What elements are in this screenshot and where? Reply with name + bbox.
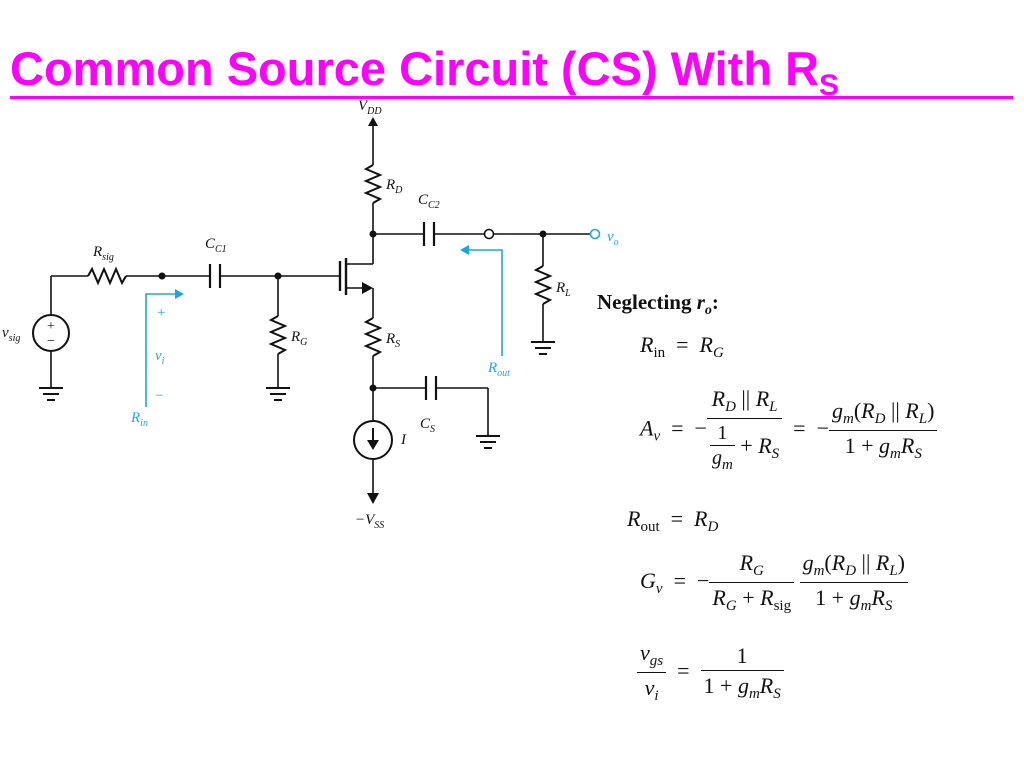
circuit-fills [158, 117, 547, 504]
cc1-label: CC1 [205, 236, 227, 255]
rin-equation: Rin = RG [640, 332, 724, 361]
vss-label: −VSS [355, 512, 384, 531]
title-subscript: S [819, 69, 840, 102]
circuit-wires [32, 122, 591, 496]
vsig-label: vsig [2, 325, 20, 344]
rin-label: Rin [130, 410, 148, 429]
rs-label: RS [385, 331, 400, 350]
rg-label: RG [290, 329, 307, 348]
rout-equation: Rout = RD [627, 506, 719, 535]
cs-label: CS [420, 416, 435, 435]
vo-label: vo [607, 229, 619, 248]
circuit-diagram: + − VDD RD CC2 CC1 Rsig RG RS RL CS I −V… [2, 98, 619, 531]
vsig-minus: − [47, 334, 55, 349]
rout-label: Rout [487, 360, 510, 379]
title-main: Common Source Circuit (CS) With R [10, 42, 820, 95]
vi-label: vi [155, 348, 165, 367]
current-source-label: I [400, 432, 407, 448]
rl-label: RL [555, 280, 571, 299]
cc2-label: CC2 [418, 192, 440, 211]
neglecting-ro-note: Neglecting ro: [597, 290, 719, 319]
vdd-label: VDD [358, 98, 382, 117]
page-title: Common Source Circuit (CS) With RS [10, 38, 1020, 108]
rd-label: RD [385, 177, 403, 196]
vi-plus: + [157, 305, 165, 321]
annotation-arrows [145, 249, 503, 407]
vsig-plus: + [47, 319, 55, 334]
rsig-label: Rsig [92, 244, 114, 263]
title-underline [10, 96, 1013, 99]
vi-minus: − [155, 388, 163, 404]
